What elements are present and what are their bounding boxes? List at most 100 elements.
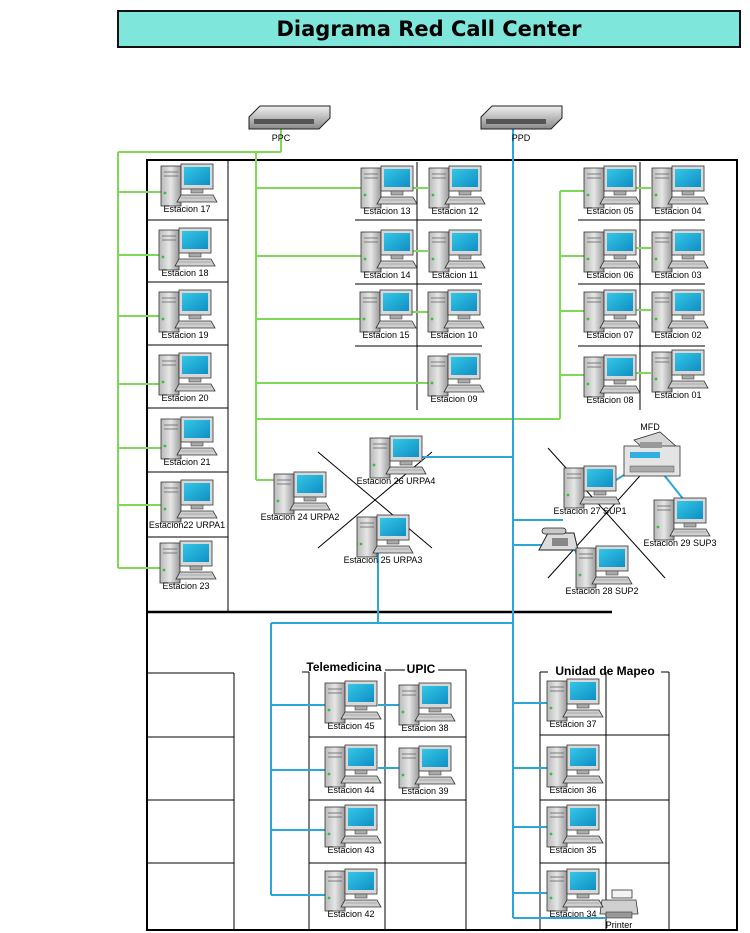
- computer-icon: [360, 229, 418, 273]
- station-e28: Estacion 28 SUP2: [565, 545, 639, 596]
- station-e17: Estacion 17: [160, 163, 218, 214]
- computer-icon: [324, 744, 382, 788]
- station-label: Estacion 19: [161, 330, 208, 340]
- station-e04: Estacion 04: [651, 165, 709, 216]
- station-label: Estacion 07: [586, 330, 633, 340]
- station-e42: Estacion 42: [324, 868, 382, 919]
- station-e27: Estacion 27 SUP1: [553, 465, 627, 516]
- computer-icon: [356, 514, 414, 558]
- station-label: Estacion 17: [163, 204, 210, 214]
- computer-icon: [160, 416, 218, 460]
- computer-icon: [651, 229, 709, 273]
- area-label-telemedicina: Telemedicina: [306, 660, 381, 674]
- diagram-title: Diagrama Red Call Center: [117, 10, 741, 48]
- station-e21: Estacion 21: [160, 416, 218, 467]
- station-label: Estacion 10: [430, 330, 477, 340]
- station-label: Estacion 03: [654, 270, 701, 280]
- station-label: Estacion 36: [549, 785, 596, 795]
- computer-icon: [324, 804, 382, 848]
- station-e11: Estacion 11: [428, 229, 486, 280]
- computer-icon: [651, 349, 709, 393]
- station-label: Estacion 06: [586, 270, 633, 280]
- station-e14: Estacion 14: [360, 229, 418, 280]
- station-e10: Estacion 10: [427, 289, 485, 340]
- computer-icon: [398, 745, 456, 789]
- ppc-network-links: [117, 128, 651, 569]
- printer-device: Printer: [599, 889, 639, 930]
- station-e26: Estacion 26 URPA4: [357, 435, 436, 486]
- station-label: Estacion 13: [363, 206, 410, 216]
- station-label: Estacion 39: [401, 786, 448, 796]
- station-label: Estacion 27 SUP1: [553, 506, 626, 516]
- station-e24: Estacion 24 URPA2: [261, 471, 340, 522]
- station-label: Estacion 29 SUP3: [643, 538, 716, 548]
- station-e08: Estacion 08: [583, 354, 641, 405]
- area-labels: Telemedicina UPIC Unidad de Mapeo: [306, 660, 654, 678]
- computer-icon: [546, 744, 604, 788]
- printer-label: Printer: [606, 920, 633, 930]
- station-e44: Estacion 44: [324, 744, 382, 795]
- computer-icon: [428, 229, 486, 273]
- area-label-upic: UPIC: [407, 662, 436, 676]
- station-e23: Estacion 23: [159, 540, 217, 591]
- computer-icon: [160, 479, 218, 523]
- phone-icon: [538, 527, 579, 551]
- computer-icon: [427, 289, 485, 333]
- station-e19: Estacion 19: [158, 289, 216, 340]
- building-outline: [146, 159, 738, 931]
- diagram-title-text: Diagrama Red Call Center: [276, 17, 582, 41]
- computer-icon: [273, 471, 331, 515]
- computer-icon: [575, 545, 633, 589]
- station-e34: Estacion 34: [546, 868, 604, 919]
- computer-icon: [360, 165, 418, 209]
- computer-icon: [324, 868, 382, 912]
- station-e06: Estacion 06: [583, 229, 641, 280]
- station-label: Estacion 35: [549, 845, 596, 855]
- computer-icon: [546, 804, 604, 848]
- station-e35: Estacion 35: [546, 804, 604, 855]
- station-label: Estacion 12: [431, 206, 478, 216]
- computer-icon: [583, 229, 641, 273]
- computer-icon: [651, 165, 709, 209]
- station-e38: Estacion 38: [398, 682, 456, 733]
- computer-icon: [546, 868, 604, 912]
- switch-ppd-label: PPD: [512, 133, 531, 143]
- computer-icon: [546, 678, 604, 722]
- switch-ppc: PPC: [248, 105, 331, 143]
- station-label: Estacion 15: [362, 330, 409, 340]
- station-e09: Estacion 09: [427, 353, 485, 404]
- station-e29: Estacion 29 SUP3: [643, 497, 717, 548]
- station-label: Estacion 11: [432, 270, 478, 280]
- station-e45: Estacion 45: [324, 680, 382, 731]
- station-e22: Estacion22 URPA1: [149, 479, 225, 530]
- computer-icon: [583, 289, 641, 333]
- station-e07: Estacion 07: [583, 289, 641, 340]
- station-label: Estacion 23: [162, 581, 209, 591]
- computer-icon: [160, 163, 218, 207]
- station-e05: Estacion 05: [583, 165, 641, 216]
- station-label: Estacion 37: [549, 719, 596, 729]
- computer-icon: [324, 680, 382, 724]
- computer-icon: [651, 289, 709, 333]
- switch-ppc-label: PPC: [272, 133, 291, 143]
- station-e18: Estacion 18: [158, 227, 216, 278]
- station-label: Estacion 44: [327, 785, 374, 795]
- station-label: Estacion 38: [401, 723, 448, 733]
- computer-icon: [158, 227, 216, 271]
- station-e12: Estacion 12: [428, 165, 486, 216]
- stations-layer: Estacion 17 Estacion 18 Estacion 19 Estacio…: [149, 163, 717, 919]
- computer-icon: [359, 289, 417, 333]
- ppd-network-links: [270, 128, 685, 919]
- station-e01: Estacion 01: [651, 349, 709, 400]
- station-e25: Estacion 25 URPA3: [344, 514, 422, 565]
- station-e13: Estacion 13: [360, 165, 418, 216]
- station-e39: Estacion 39: [398, 745, 456, 796]
- mfd-device: MFD: [623, 422, 681, 477]
- station-label: Estacion 04: [654, 206, 701, 216]
- station-label: Estacion 28 SUP2: [565, 586, 638, 596]
- station-label: Estacion 24 URPA2: [261, 512, 340, 522]
- station-label: Estacion 26 URPA4: [357, 476, 436, 486]
- computer-icon: [427, 353, 485, 397]
- station-label: Estacion 43: [327, 845, 374, 855]
